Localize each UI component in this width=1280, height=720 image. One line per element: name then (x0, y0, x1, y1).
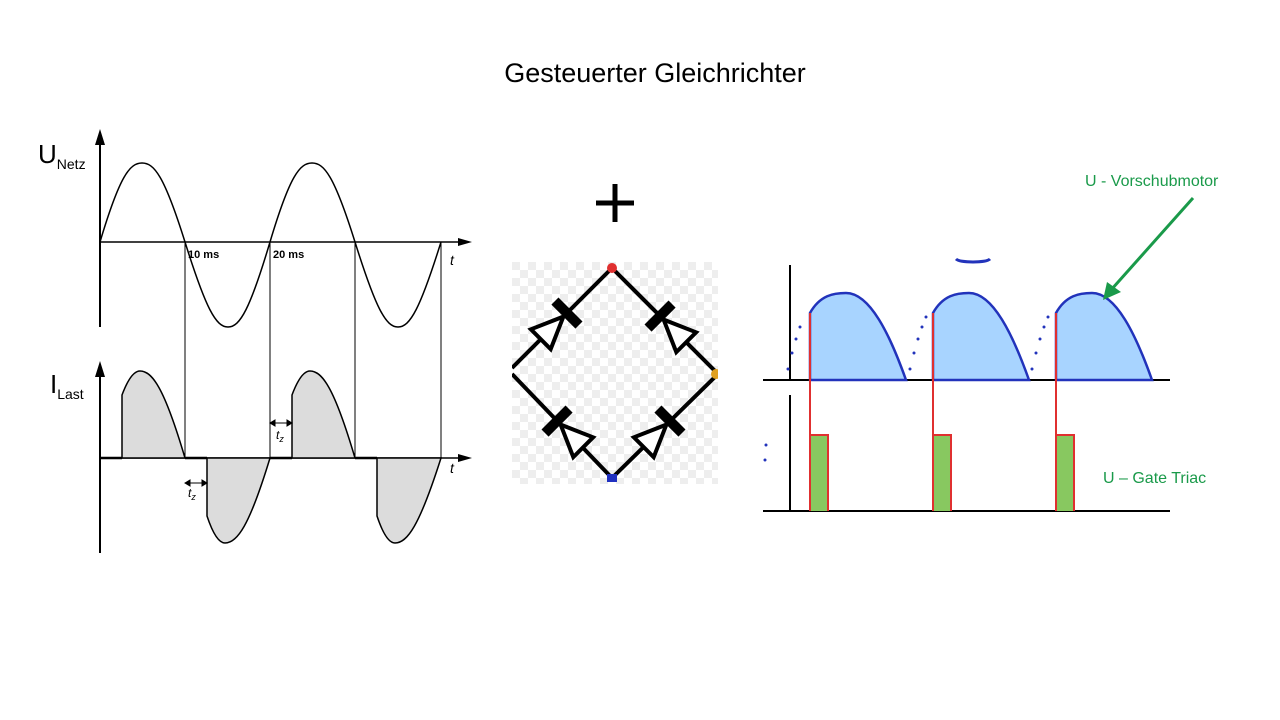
gate-pulse-1 (809, 434, 829, 511)
node-top (607, 263, 617, 273)
mark-10ms: 10 ms (188, 249, 219, 261)
i-neg-pulse-1 (206, 457, 272, 544)
waveform-diagram: UNetz ILast t t 10 ms 20 ms (38, 129, 472, 553)
slide-title: Gesteuerter Gleichrichter (504, 58, 806, 88)
node-right (711, 369, 718, 379)
u-t-label: t (450, 252, 455, 268)
i-axis-arrow (95, 361, 105, 377)
diode-lower-right (630, 405, 686, 461)
mark-20ms: 20 ms (273, 249, 304, 261)
i-t-label: t (450, 460, 455, 476)
i-last-label: ILast (50, 369, 84, 402)
tz-annotation-2 (269, 415, 293, 458)
motor-pulse-2 (931, 291, 1031, 382)
u-netz-label: UNetz (38, 139, 86, 172)
plus-icon (596, 184, 634, 222)
diode-lower-left (541, 405, 597, 461)
u-axis-arrow (95, 129, 105, 145)
i-time-arrow (458, 454, 472, 462)
node-bottom (607, 474, 617, 482)
gate-pulse-3 (1055, 434, 1075, 511)
gate-pulse-2 (932, 434, 952, 511)
i-last-waveform (100, 370, 443, 544)
diode-upper-left (527, 297, 583, 353)
zero-crossing-lines (184, 242, 442, 458)
label-gate-triac: U – Gate Triac (1103, 470, 1207, 487)
tz-label-2: tz (276, 428, 284, 444)
dotted-leading-edges (763, 315, 1050, 462)
tz-label-1: tz (188, 486, 196, 502)
phase-control-diagram (763, 257, 1170, 512)
motor-pulse-1 (808, 291, 908, 382)
i-neg-pulse-2 (376, 457, 443, 544)
u-netz-sine (99, 162, 442, 328)
gate-pulses (809, 434, 1075, 511)
u-time-arrow (458, 238, 472, 246)
i-pos-pulse-2 (291, 370, 357, 459)
bridge-rectifier-diagram (512, 262, 718, 484)
i-pos-pulse-1 (121, 370, 187, 459)
annotation-arrow (1103, 197, 1195, 300)
diode-upper-right (644, 300, 700, 356)
label-vorschubmotor: U - Vorschubmotor (1085, 173, 1219, 190)
tz-annotation-1 (184, 479, 208, 487)
motor-pulse-3 (1054, 291, 1154, 382)
motor-voltage-pulses (808, 291, 1154, 382)
